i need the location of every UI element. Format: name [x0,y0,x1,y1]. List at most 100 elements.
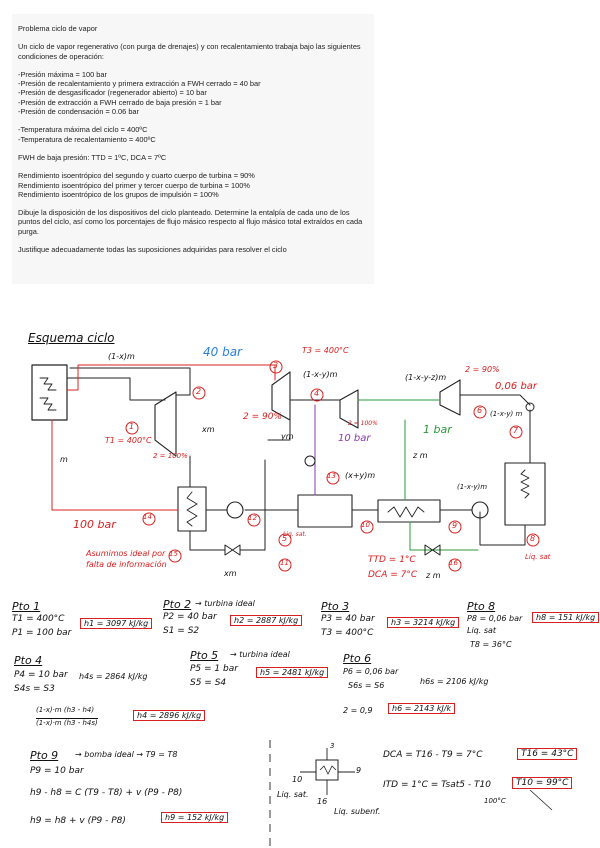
dca-label: DCA = 7°C [368,570,418,580]
stream-number: 9 [356,766,362,775]
point-number: 16 [449,559,458,567]
pto-line: 2 = 0,9 [343,706,373,715]
point-circle [168,549,182,563]
point-circle [473,405,487,419]
state-label: Liq. sat [525,553,551,561]
point-circle [448,558,462,572]
line-3 [66,364,276,391]
pto-title: Pto 4 [14,654,43,667]
assumption-note: Asumimos ideal por falta de información [86,549,167,569]
state-label: Liq. subenf. [334,807,381,816]
stream-number: 16 [317,797,328,806]
justify-text: Justifique adecuadamente todas las supos… [18,245,287,255]
line-1 [66,377,166,401]
enthalpy-result: h8 = 151 kJ/kg [532,612,600,623]
deaerator [297,494,353,528]
flow-label: (x+y)m [345,471,376,480]
point-circle [360,520,374,534]
fwh-coil [387,506,425,518]
closed-fwh-hp [177,486,207,532]
pressure-line: -Presión de recalentamiento y primera ex… [18,79,261,89]
efficiency-line: Rendimiento isoentrópico del segundo y c… [18,171,255,181]
problem-statement: Problema ciclo de vapor Un ciclo de vapo… [12,14,374,284]
enthalpy-result: h5 = 2481 kJ/kg [256,667,329,678]
fwh-box [315,759,339,781]
pto-line: P1 = 100 bar [12,628,72,638]
point-circle [269,360,283,374]
dca-equation: DCA = T16 - T9 = 7°C [383,750,483,760]
flow-label: z m [426,571,441,580]
valve-15 [224,544,241,556]
point-circle [278,533,292,547]
pto-line: S5 = S4 [190,678,227,688]
t10-result: T10 = 99°C [512,777,573,789]
pto-title: Pto 8 [467,600,496,613]
efficiency-equation: (1-x)·m (h3 - h4) [36,706,95,714]
pto-line: P8 = 0,06 bar [467,614,523,623]
efficiency-label: 2 = 100% [348,420,378,427]
pressure-label: 40 bar [203,345,242,359]
schematic-title: Esquema ciclo [28,331,115,345]
pto-line: P5 = 1 bar [190,664,238,674]
point-number: 6 [477,406,483,415]
point-circle [278,558,292,572]
problem-intro: Un ciclo de vapor regenerativo (con purg… [18,42,361,61]
hp-turbine [154,391,177,457]
lp-turbine [439,379,461,416]
boiler-coil [39,377,57,411]
ttd-equation: ITD = 1°C = Tsat5 - T10 [383,780,491,790]
pto-line: P4 = 10 bar [14,670,68,680]
enthalpy-result: h1 = 3097 kJ/kg [80,618,153,629]
pto-result: h6s = 2106 kJ/kg [420,677,489,686]
flow-label: ym [281,432,294,441]
line-6 [459,394,531,406]
fwh-box-lines [300,748,355,795]
condenser-coil [520,469,530,499]
line-8 [479,511,526,546]
point-circle [326,471,340,485]
state-label: Liq. sat. [283,531,307,538]
stream-number: 10 [292,775,303,784]
point-circle [142,512,156,526]
flow-label: (1-x-y)m [457,483,488,491]
flow-label: (1-x-y-z)m [405,373,447,382]
enthalpy-result: h2 = 2887 kJ/kg [230,615,303,626]
stream-number: 3 [330,742,335,750]
flow-label: xm [224,569,237,578]
pto-line: T3 = 400°C [321,628,374,638]
pto-title: Pto 9 [30,749,59,762]
pressure-line: -Presión de condensación = 0.06 bar [18,107,140,117]
pto-note: → turbina ideal [195,599,255,608]
pto-line: S4s = S3 [14,684,55,694]
pto-line: T1 = 400°C [12,614,65,624]
junction [525,402,535,412]
fwh-box-coil [319,765,337,775]
pto-line: h9 = h8 + v (P9 - P8) [30,816,126,826]
temperature-label: T1 = 400°C [105,436,152,445]
valve-16 [424,544,441,556]
point-number: 5 [282,534,288,543]
pressure-label: 0,06 bar [495,381,538,392]
pto-result: h4s = 2864 kJ/kg [79,672,148,681]
pto-line: P9 = 10 bar [30,766,84,776]
pto-line: S1 = S2 [163,626,200,636]
drain-15 [189,530,226,551]
enthalpy-result: h6 = 2143 kJ/k [388,703,456,714]
drain-line [409,521,479,551]
pressure-line: -Presión de extracción a FWH cerrado de … [18,97,222,107]
pto-note: → turbina ideal [230,650,290,659]
pto-title: Pto 5 [190,649,219,662]
line-2 [69,367,191,396]
point-number: 1 [129,422,135,431]
point-number: 2 [196,387,202,396]
pto-title: Pto 1 [12,600,41,613]
fwh-hp-coil [186,491,198,527]
pto-note: → bomba ideal → T9 = T8 [75,750,178,759]
line-ym [267,414,291,441]
pto-line: S6s = S6 [348,681,385,690]
point-circle [526,533,540,547]
task-text: Dibuje la disposición de los dispositivo… [18,208,363,236]
pto-line: P2 = 40 bar [163,612,217,622]
pressure-line: -Presión máxima = 100 bar [18,69,107,79]
